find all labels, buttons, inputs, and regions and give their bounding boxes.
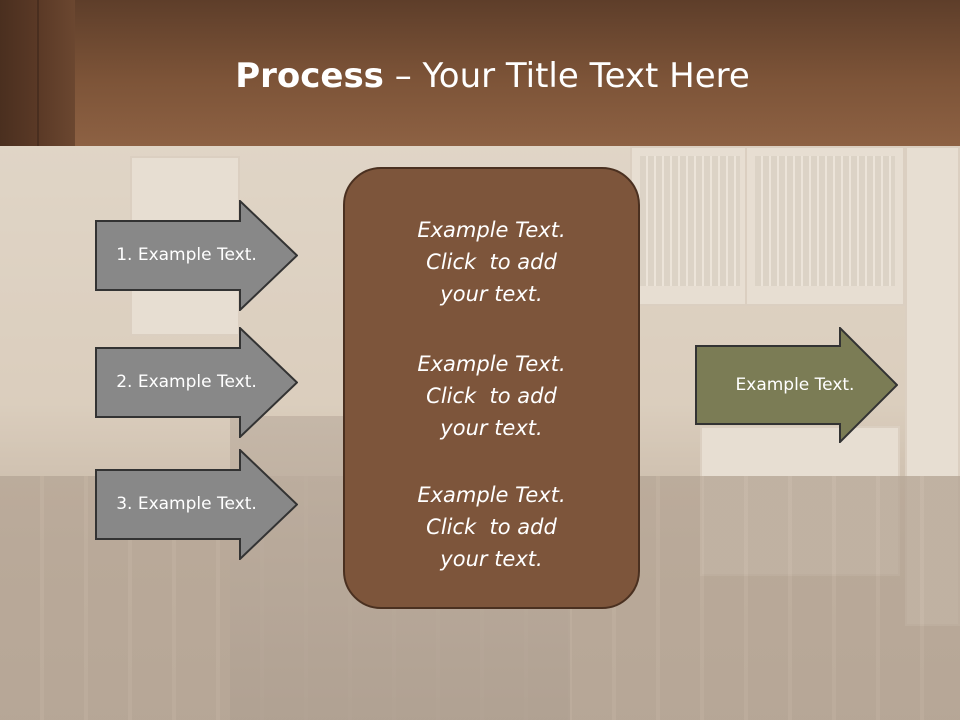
center-line: Example Text. xyxy=(417,483,566,507)
center-text-block-1[interactable]: Example Text. Click to add your text. xyxy=(345,214,638,310)
title-side-strip xyxy=(0,0,75,146)
process-step-label: 3. Example Text. xyxy=(116,494,257,514)
title-rest-part: – Your Title Text Here xyxy=(383,56,750,96)
center-line: your text. xyxy=(440,282,543,306)
center-line: Example Text. xyxy=(417,352,566,376)
arrow-shape-icon xyxy=(95,200,298,311)
center-line: Click to add xyxy=(426,384,557,408)
arrow-shape-icon xyxy=(95,327,298,438)
process-step-arrow-2[interactable]: 2. Example Text. xyxy=(95,327,298,438)
center-line: Example Text. xyxy=(417,218,566,242)
center-line: your text. xyxy=(440,547,543,571)
center-text-box[interactable]: Example Text. Click to add your text. Ex… xyxy=(343,167,640,609)
arrow-shape-icon xyxy=(695,327,898,443)
slide-title[interactable]: Process – Your Title Text Here xyxy=(75,52,910,100)
process-step-label: 2. Example Text. xyxy=(116,372,257,392)
center-line: Click to add xyxy=(426,515,557,539)
result-arrow[interactable]: Example Text. xyxy=(695,327,898,443)
center-text-block-3[interactable]: Example Text. Click to add your text. xyxy=(345,479,638,575)
process-step-arrow-3[interactable]: 3. Example Text. xyxy=(95,449,298,560)
result-arrow-label: Example Text. xyxy=(735,375,855,395)
center-line: your text. xyxy=(440,416,543,440)
title-bold-part: Process xyxy=(235,56,384,96)
title-bar: Process – Your Title Text Here xyxy=(0,0,960,146)
arrow-shape-icon xyxy=(95,449,298,560)
process-step-label: 1. Example Text. xyxy=(116,245,257,265)
center-line: Click to add xyxy=(426,250,557,274)
center-text-block-2[interactable]: Example Text. Click to add your text. xyxy=(345,348,638,444)
process-step-arrow-1[interactable]: 1. Example Text. xyxy=(95,200,298,311)
